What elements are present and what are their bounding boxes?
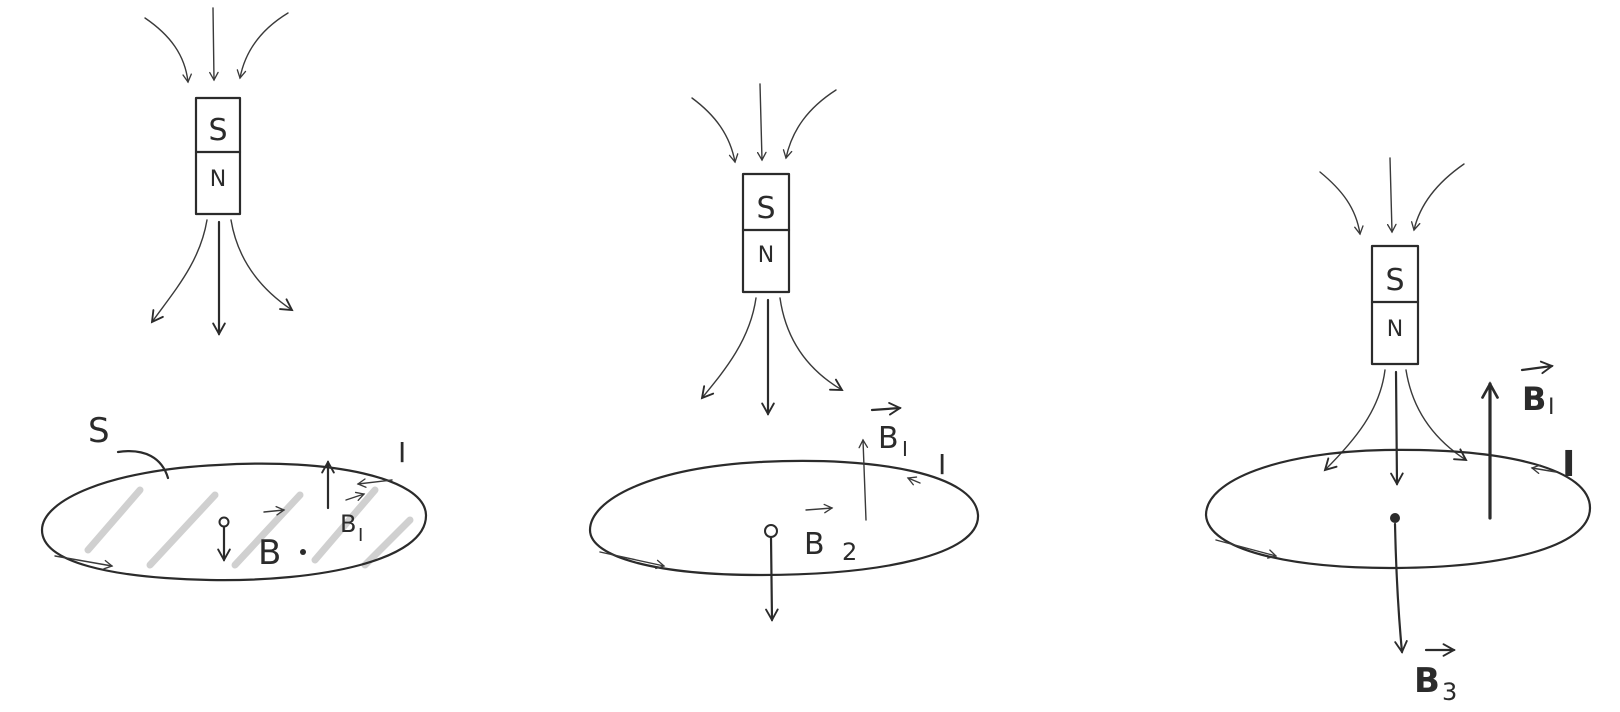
current-label-3: I: [1562, 444, 1575, 485]
pole-n-3: N: [1387, 317, 1403, 342]
hatched-surface-1: [84, 486, 414, 569]
field-lines-out-1: [150, 219, 294, 336]
current-label-1: I: [398, 436, 406, 469]
current-arrow-2a: [599, 551, 666, 570]
center-point-1: [218, 516, 230, 528]
surface-pointer-1: [116, 450, 170, 480]
bar-magnet-3: S N: [1370, 244, 1420, 366]
induced-field-arrow-2: [858, 438, 869, 521]
current-label-2: I: [938, 448, 946, 481]
svg-text:B: B: [1522, 380, 1546, 418]
svg-text:B: B: [804, 527, 825, 562]
pole-s-2: S: [756, 191, 775, 226]
svg-text:2: 2: [842, 538, 857, 566]
current-arrow-2b: [906, 476, 921, 486]
loop-2: [588, 459, 980, 577]
svg-text:B: B: [258, 533, 281, 573]
current-arrow-3a: [1215, 539, 1278, 559]
field-arrow-2: [765, 535, 779, 622]
side-point-1: [300, 549, 306, 555]
field-label-2: B 2: [804, 503, 857, 566]
center-point-3: [1390, 513, 1400, 523]
induced-field-label-2: B I: [870, 401, 908, 461]
svg-text:B: B: [1414, 661, 1440, 701]
svg-text:I: I: [902, 437, 908, 461]
field-lines-in-1: [144, 7, 289, 84]
field-arrow-3: [1393, 522, 1408, 654]
surface-label-1: S: [88, 411, 110, 451]
panel-1: S N S I B B I: [40, 7, 428, 582]
svg-text:B: B: [878, 421, 899, 456]
field-lines-out-2: [700, 297, 844, 416]
svg-text:3: 3: [1442, 678, 1457, 706]
bar-magnet-2: S N: [741, 172, 791, 294]
current-arrow-1b: [356, 478, 393, 488]
loop-3: [1204, 448, 1592, 570]
induced-field-label-1: B I: [340, 491, 366, 546]
field-label-3: B 3: [1414, 643, 1457, 706]
induced-field-label-3: B I: [1520, 360, 1555, 420]
center-point-2: [764, 524, 778, 538]
current-arrow-1a: [54, 555, 114, 570]
bar-magnet-1: S N: [194, 96, 242, 216]
field-lines-out-3: [1323, 369, 1468, 486]
field-lines-in-3: [1319, 157, 1465, 236]
current-arrow-3b: [1530, 464, 1557, 475]
pole-s-1: S: [208, 113, 227, 148]
pole-n-2: N: [758, 243, 774, 268]
svg-text:I: I: [1548, 395, 1555, 420]
svg-text:I: I: [358, 525, 363, 546]
panel-2: S N I B 2 B I: [588, 83, 980, 622]
field-label-1: B: [258, 505, 286, 573]
svg-text:B: B: [340, 510, 356, 538]
field-lines-in-2: [691, 83, 837, 164]
panel-3: S N I B 3 B I: [1204, 157, 1592, 706]
loop-1: [40, 462, 428, 582]
pole-s-3: S: [1385, 263, 1404, 298]
pole-n-1: N: [210, 167, 226, 192]
